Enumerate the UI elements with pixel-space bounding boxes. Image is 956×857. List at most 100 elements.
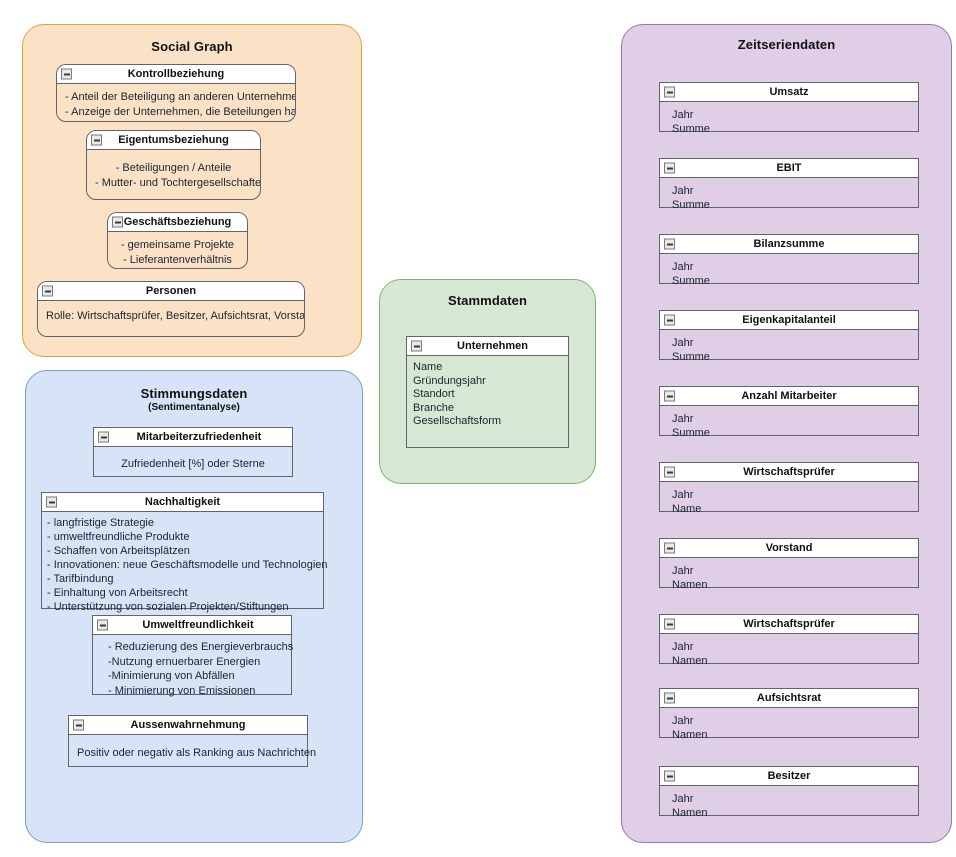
card-besitzer[interactable]: Besitzer Jahr Namen [659,766,919,819]
card-line: Jahr [672,641,694,653]
card-header-eigentumsbeziehung[interactable]: Eigentumsbeziehung [87,131,260,150]
card-header-wirtschaftspruefer-2[interactable]: Wirtschaftsprüfer [660,615,918,634]
card-header-bilanzsumme[interactable]: Bilanzsumme [660,235,918,254]
collapse-icon[interactable] [664,692,675,704]
card-title: Wirtschaftsprüfer [743,617,835,630]
card-line: Jahr [672,793,694,805]
card-body: - langfristige Strategie - umweltfreundl… [42,512,328,618]
card-header-personen[interactable]: Personen [38,282,304,301]
card-geschaeftsbeziehung[interactable]: Geschäftsbeziehung - gemeinsame Projekte… [107,212,248,269]
card-title: Bilanzsumme [753,237,825,250]
card-line: - Schaffen von Arbeitsplätzen [47,545,190,557]
collapse-icon[interactable] [664,542,675,554]
card-wirtschaftspruefer-1[interactable]: Wirtschaftsprüfer Jahr Name [659,462,919,515]
card-unternehmen[interactable]: Unternehmen Name Gründungsjahr Standort … [406,336,569,448]
card-body: Positiv oder negativ als Ranking aus Nac… [69,735,317,767]
collapse-icon[interactable] [98,431,109,443]
card-title: Umsatz [769,85,809,98]
collapse-icon[interactable] [411,340,422,352]
group-stammdaten[interactable]: Stammdaten Unternehmen Name Gründungsjah… [379,279,596,484]
card-line: Summe [672,427,710,439]
group-social-graph[interactable]: Social Graph Kontrollbeziehung - Anteil … [22,24,362,357]
card-line: - Einhaltung von Arbeitsrecht [47,587,188,599]
card-title: Wirtschaftsprüfer [743,465,835,478]
card-header-mitarbeiterzufriedenheit[interactable]: Mitarbeiterzufriedenheit [94,428,292,447]
card-title: Kontrollbeziehung [127,67,225,80]
collapse-icon[interactable] [73,719,84,731]
collapse-icon[interactable] [61,68,72,80]
card-line: Name [672,503,702,515]
card-line: - Minimierung von Emissionen [108,684,256,697]
card-header-geschaeftsbeziehung[interactable]: Geschäftsbeziehung [108,213,247,232]
card-line: - Reduzierung des Energieverbrauchs [108,641,294,653]
card-header-eigenkapitalanteil[interactable]: Eigenkapitalanteil [660,311,918,330]
card-title: Umweltfreundlichkeit [142,618,254,631]
card-kontrollbeziehung[interactable]: Kontrollbeziehung - Anteil der Beteiligu… [56,64,296,122]
card-line: Namen [672,807,708,819]
collapse-icon[interactable] [664,466,675,478]
card-header-anzahl-mitarbeiter[interactable]: Anzahl Mitarbeiter [660,387,918,406]
card-header-wirtschaftspruefer-1[interactable]: Wirtschaftsprüfer [660,463,918,482]
card-line: Positiv oder negativ als Ranking aus Nac… [77,747,317,759]
card-nachhaltigkeit[interactable]: Nachhaltigkeit - langfristige Strategie … [41,492,328,613]
card-body: Jahr Summe [660,178,918,219]
card-ebit[interactable]: EBIT Jahr Summe [659,158,919,211]
collapse-icon[interactable] [664,86,675,98]
card-header-vorstand[interactable]: Vorstand [660,539,918,558]
card-header-kontrollbeziehung[interactable]: Kontrollbeziehung [57,65,295,84]
card-line: Summe [672,199,710,211]
card-bilanzsumme[interactable]: Bilanzsumme Jahr Summe [659,234,919,287]
collapse-icon[interactable] [664,770,675,782]
card-header-unternehmen[interactable]: Unternehmen [407,337,568,356]
group-title-stammdaten: Stammdaten [447,293,528,308]
card-line: Jahr [672,413,694,425]
card-aufsichtsrat[interactable]: Aufsichtsrat Jahr Namen [659,688,919,741]
collapse-icon[interactable] [664,618,675,630]
card-line: Summe [672,275,710,287]
card-header-besitzer[interactable]: Besitzer [660,767,918,786]
card-header-aussenwahrnehmung[interactable]: Aussenwahrnehmung [69,716,307,735]
card-line: Namen [672,655,708,667]
card-line: Gesellschaftsform [413,415,502,427]
card-line: Name [413,361,443,373]
card-title: Geschäftsbeziehung [123,215,232,228]
card-umsatz[interactable]: Umsatz Jahr Summe [659,82,919,135]
card-body: - gemeinsame Projekte - Lieferantenverhä… [108,232,247,268]
collapse-icon[interactable] [91,134,102,146]
card-eigenkapitalanteil[interactable]: Eigenkapitalanteil Jahr Summe [659,310,919,363]
card-line: Gründungsjahr [413,374,486,387]
card-body: Jahr Namen [660,558,918,599]
collapse-icon[interactable] [97,619,108,631]
card-wirtschaftspruefer-2[interactable]: Wirtschaftsprüfer Jahr Namen [659,614,919,667]
card-aussenwahrnehmung[interactable]: Aussenwahrnehmung Positiv oder negativ a… [68,715,317,767]
collapse-icon[interactable] [664,238,675,250]
group-title-stimmungsdaten: Stimmungsdaten [140,386,248,401]
card-header-aufsichtsrat[interactable]: Aufsichtsrat [660,689,918,708]
card-anzahl-mitarbeiter[interactable]: Anzahl Mitarbeiter Jahr Summe [659,386,919,439]
group-zeitseriendaten[interactable]: Zeitseriendaten Umsatz Jahr Summe EBIT J… [621,24,952,843]
card-body: Name Gründungsjahr Standort Branche Gese… [407,356,568,433]
card-body: - Reduzierung des Energieverbrauchs -Nut… [93,635,294,702]
card-header-nachhaltigkeit[interactable]: Nachhaltigkeit [42,493,323,512]
card-eigentumsbeziehung[interactable]: Eigentumsbeziehung - Beteiligungen / Ant… [86,130,261,200]
card-personen[interactable]: Personen Rolle: Wirtschaftsprüfer, Besit… [37,281,305,337]
collapse-icon[interactable] [664,314,675,326]
card-line: - Innovationen: neue Geschäftsmodelle un… [47,559,328,571]
group-title-zeitseriendaten: Zeitseriendaten [737,37,836,52]
card-umweltfreundlichkeit[interactable]: Umweltfreundlichkeit - Reduzierung des E… [92,615,293,697]
card-line: - Unterstützung von sozialen Projekten/S… [47,601,289,613]
card-header-ebit[interactable]: EBIT [660,159,918,178]
collapse-icon[interactable] [42,285,53,297]
collapse-icon[interactable] [112,216,123,228]
card-vorstand[interactable]: Vorstand Jahr Namen [659,538,919,591]
collapse-icon[interactable] [664,162,675,174]
card-line: Zufriedenheit [%] oder Sterne [121,458,265,470]
card-line: Summe [672,123,710,135]
collapse-icon[interactable] [664,390,675,402]
card-mitarbeiterzufriedenheit[interactable]: Mitarbeiterzufriedenheit Zufriedenheit [… [93,427,293,477]
group-stimmungsdaten[interactable]: Stimmungsdaten (Sentimentanalyse) Mitarb… [25,370,363,843]
collapse-icon[interactable] [46,496,57,508]
card-header-umsatz[interactable]: Umsatz [660,83,918,102]
card-line: - Mutter- und Tochtergesellschaften [95,176,261,189]
card-header-umweltfreundlichkeit[interactable]: Umweltfreundlichkeit [93,616,291,635]
